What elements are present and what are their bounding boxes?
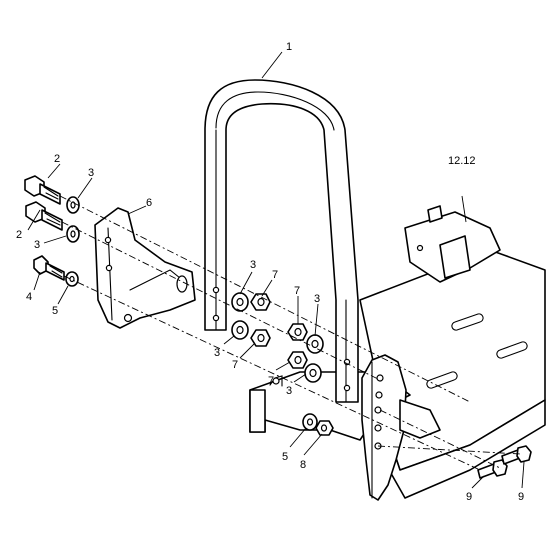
callout-7-rollbar-bottom: 7 [232,359,238,371]
callout-1: 1 [286,41,292,53]
callout-3-top: 3 [88,167,94,179]
callout-9-right: 9 [518,491,524,503]
washer-lower [302,413,318,431]
nut-lower [315,420,334,436]
callout-7-rollbar-top: 7 [272,269,278,281]
callout-2-mid: 2 [16,229,22,241]
left-bracket [94,207,196,329]
callout-3-right-bottom: 3 [286,385,292,397]
callout-3-rollbar-bottom: 3 [214,347,220,359]
washer-rollbar-right-2 [304,363,322,383]
bolt-lower-left [33,255,65,281]
nut-rollbar-right-2 [287,351,308,369]
bolt-lower-right-1 [477,459,508,479]
callout-3-right-top: 3 [314,293,320,305]
washer-left-3 [65,271,79,287]
callout-7-right-top: 7 [294,285,300,297]
washer-rollbar-left-1 [231,292,249,312]
callout-3-rollbar-top: 3 [250,259,256,271]
callout-3-mid: 3 [34,239,40,251]
nut-rollbar-right-1 [287,323,308,341]
center-lines [59,195,521,471]
callout-8: 8 [300,459,306,471]
callout-labels: 1 2 3 6 12.12 2 3 4 5 3 7 7 3 3 7 7 3 5 … [16,41,524,503]
callout-9-left: 9 [466,491,472,503]
roll-bar [204,79,359,403]
callout-6: 6 [146,197,152,209]
callout-5-left: 5 [52,305,58,317]
callout-2-top: 2 [54,153,60,165]
right-bracket-plate [361,354,441,501]
washer-left-2 [66,225,80,243]
leader-lines [27,51,525,489]
bolt-middle-left [25,201,63,231]
bolt-upper-left [24,175,61,205]
callout-12-12: 12.12 [448,155,476,167]
nut-rollbar-left-1 [250,293,271,311]
washer-rollbar-right-1 [306,334,324,354]
callout-5-lower: 5 [282,451,288,463]
callout-7-right-bottom: 7 [268,375,274,387]
washer-rollbar-left-2 [231,320,249,340]
callout-4: 4 [26,291,32,303]
nut-rollbar-left-2 [250,329,271,347]
